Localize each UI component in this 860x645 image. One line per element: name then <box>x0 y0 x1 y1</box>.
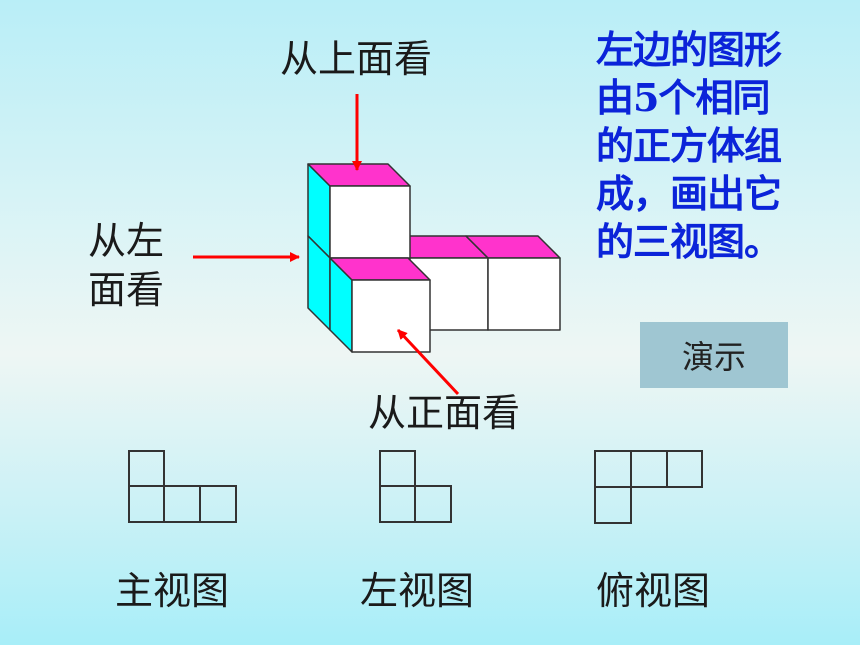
cube-front-face <box>329 185 411 259</box>
description-line: 左边的图形 <box>596 27 782 72</box>
description-line: 由5个相同 <box>596 75 770 120</box>
cube-front-face <box>487 257 561 331</box>
label-view-from-left-line1: 从左 <box>88 219 165 263</box>
main-view-label: 主视图 <box>115 569 230 613</box>
description-line: 的三视图。 <box>596 219 782 264</box>
label-view-from-left: 从左 面看 <box>88 217 164 315</box>
description-line: 成，画出它 <box>596 171 782 216</box>
arrow-from-front <box>396 328 460 396</box>
problem-description: 左边的图形 由5个相同 的正方体组 成，画出它 的三视图。 <box>596 26 826 266</box>
main-view-diagram <box>128 450 237 523</box>
left-view-diagram <box>379 450 452 523</box>
description-line: 的正方体组 <box>596 123 782 168</box>
label-view-from-front: 从正面看 <box>368 391 521 435</box>
demo-button[interactable]: 演示 <box>640 322 788 388</box>
cube-front-face <box>351 279 431 353</box>
left-view-label: 左视图 <box>360 569 475 613</box>
label-view-from-left-line2: 面看 <box>88 268 165 312</box>
top-view-diagram <box>594 450 703 524</box>
top-view-label: 俯视图 <box>596 569 711 613</box>
label-view-from-top: 从上面看 <box>280 37 433 81</box>
